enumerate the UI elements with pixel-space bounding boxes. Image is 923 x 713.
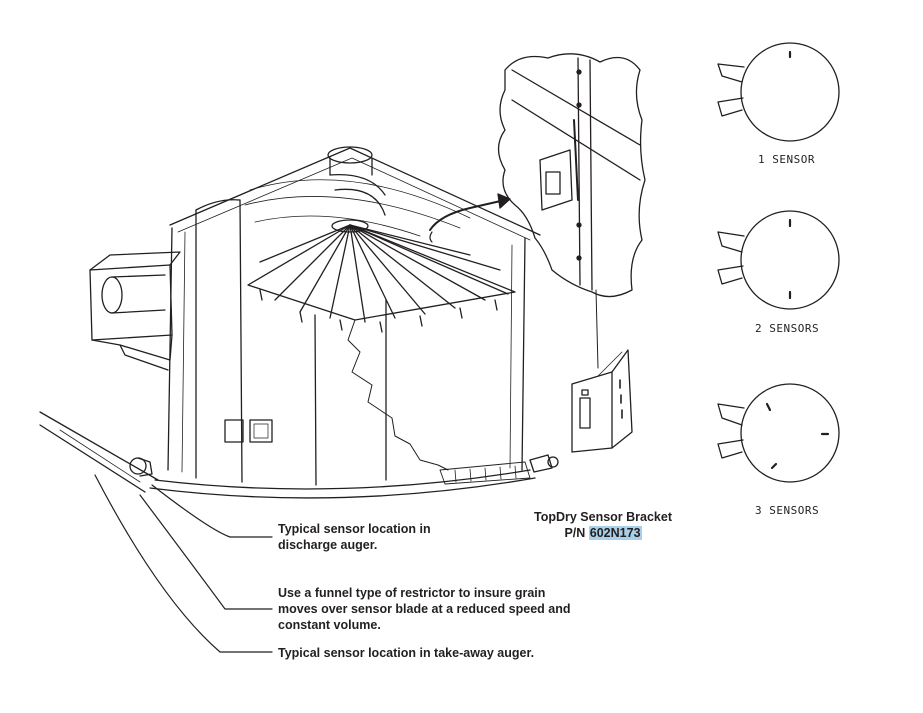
leader-discharge bbox=[151, 484, 273, 538]
sensor-diagram-1 bbox=[717, 42, 840, 142]
callout-discharge-auger: Typical sensor location in discharge aug… bbox=[278, 521, 431, 553]
access-panel bbox=[224, 419, 244, 443]
takeaway-auger bbox=[39, 411, 159, 493]
sensor-label-1: 1 SENSOR bbox=[758, 153, 815, 166]
sensor-diagram-3 bbox=[717, 383, 840, 483]
leader-lines bbox=[94, 474, 273, 653]
sweep-auger bbox=[247, 219, 516, 333]
sensor-mark bbox=[765, 402, 772, 412]
dryer-right-wall bbox=[521, 237, 526, 471]
discharge-box bbox=[89, 251, 181, 371]
sensor-diagram-2 bbox=[717, 210, 840, 310]
callout-line: Typical sensor location in take-away aug… bbox=[278, 646, 535, 660]
cutaway-edge bbox=[347, 319, 449, 471]
dryer-base bbox=[154, 469, 531, 490]
callout-line: discharge auger. bbox=[278, 538, 378, 552]
leader-takeaway bbox=[94, 474, 273, 653]
bracket-inset bbox=[497, 53, 646, 298]
sensor-mark bbox=[770, 462, 778, 470]
bracket-title: TopDry Sensor Bracket bbox=[533, 510, 672, 524]
sensor-bracket bbox=[571, 349, 633, 453]
callout-funnel-restrictor: Use a funnel type of restrictor to insur… bbox=[278, 585, 570, 633]
callout-line: Typical sensor location in bbox=[278, 522, 431, 536]
leader-funnel bbox=[139, 494, 273, 610]
pointer-arrow bbox=[429, 199, 506, 231]
callout-line: constant volume. bbox=[278, 618, 381, 632]
callout-line: moves over sensor blade at a reduced spe… bbox=[278, 602, 571, 616]
dryer-left-wall bbox=[167, 227, 173, 471]
callout-takeaway-auger: Typical sensor location in take-away aug… bbox=[278, 645, 534, 661]
sensor-label-3: 3 SENSORS bbox=[755, 504, 820, 517]
dryer-illustration bbox=[89, 146, 559, 499]
inset-leader bbox=[595, 289, 599, 369]
inset-outline bbox=[497, 53, 646, 298]
bracket-caption: TopDry Sensor Bracket P/N 602N173 bbox=[528, 509, 678, 541]
callout-line: Use a funnel type of restrictor to insur… bbox=[278, 586, 546, 600]
bracket-pn-value: 602N173 bbox=[588, 526, 642, 540]
dryer-roof bbox=[169, 147, 541, 236]
bracket-pn-prefix: P/N bbox=[564, 526, 589, 540]
sensor-label-2: 2 SENSORS bbox=[755, 322, 820, 335]
